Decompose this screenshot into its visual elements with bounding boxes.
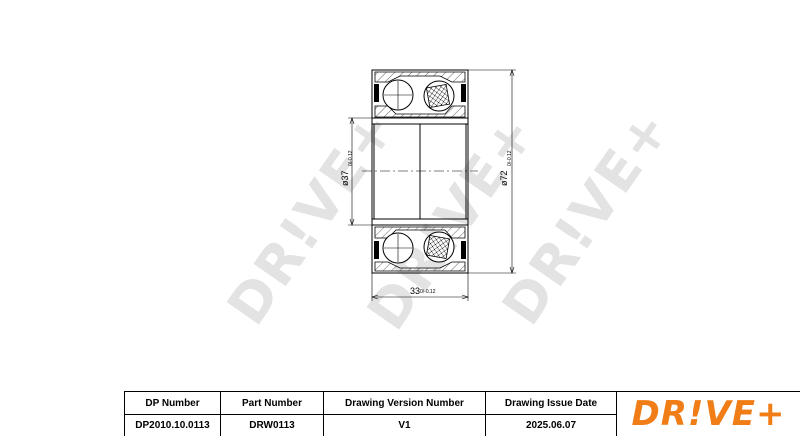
part-number-column: Part Number DRW0113 <box>221 392 324 436</box>
dp-number-value: DP2010.10.0113 <box>135 420 210 431</box>
inner-diameter-label: ø37 <box>340 170 350 186</box>
dp-number-header: DP Number <box>125 392 220 415</box>
drawing-version-column: Drawing Version Number V1 <box>324 392 486 436</box>
outer-diameter-dimension <box>468 69 516 274</box>
issue-date-column: Drawing Issue Date 2025.06.07 <box>486 392 617 436</box>
outer-diameter-tolerance: 0/-0.12 <box>507 150 513 166</box>
width-dimension <box>371 273 469 301</box>
width-tolerance: 0/-0.12 <box>420 289 436 295</box>
part-number-header: Part Number <box>221 392 323 415</box>
inner-diameter-dimension <box>348 117 372 226</box>
issue-date-value: 2025.06.07 <box>525 420 577 431</box>
bearing-outline <box>371 69 469 274</box>
bottom-section <box>374 226 466 272</box>
logo-cell: DR!VE+ <box>617 392 800 436</box>
title-block: DP Number DP2010.10.0113 Part Number DRW… <box>124 391 800 436</box>
outer-diameter-label: ø72 <box>499 170 509 186</box>
issue-date-header: Drawing Issue Date <box>486 392 616 415</box>
dp-number-column: DP Number DP2010.10.0113 <box>125 392 221 436</box>
width-label: 33 <box>410 286 420 296</box>
drawing-version-value: V1 <box>398 420 411 431</box>
top-section <box>374 71 466 118</box>
drive-logo: DR!VE+ <box>631 394 786 434</box>
inner-diameter-tolerance: 0/-0.12 <box>348 150 354 166</box>
drawing-version-header: Drawing Version Number <box>324 392 485 415</box>
part-number-value: DRW0113 <box>249 420 295 431</box>
